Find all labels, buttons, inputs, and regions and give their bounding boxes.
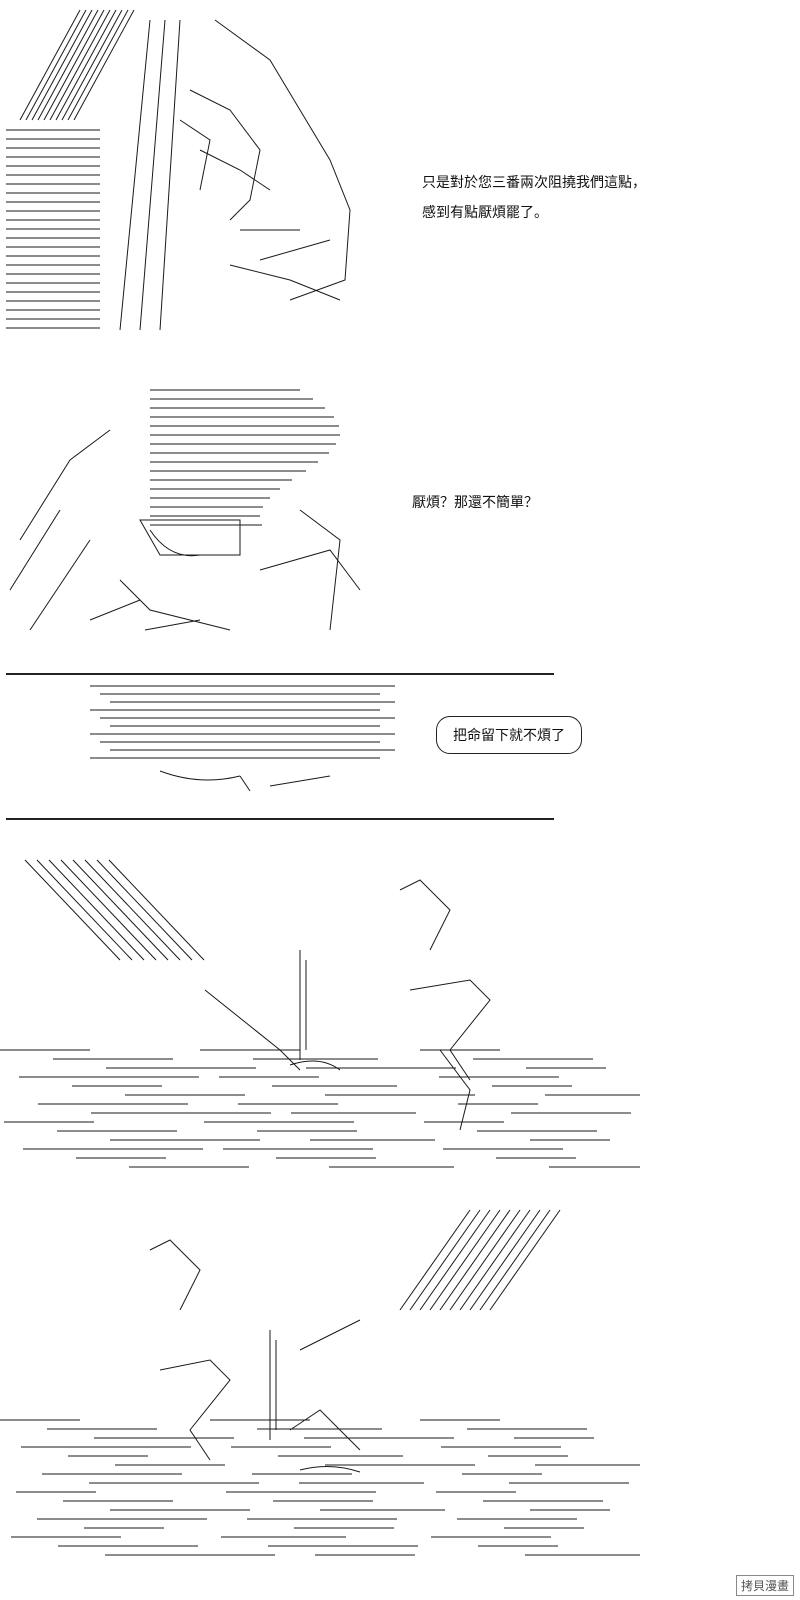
rain-streak bbox=[84, 859, 181, 961]
hatch-line bbox=[61, 9, 123, 121]
hooded-figure-art bbox=[6, 9, 351, 331]
watermark: 拷貝漫畫 bbox=[735, 1575, 794, 1596]
eyes-closeup-art bbox=[90, 685, 395, 792]
hatch-line bbox=[73, 9, 135, 121]
panel-3: 把命留下就不煩了 bbox=[0, 676, 800, 816]
rain-streak bbox=[24, 859, 121, 961]
rain-streak bbox=[108, 859, 205, 961]
second-strike-art bbox=[0, 1209, 640, 1556]
hatch-line bbox=[37, 9, 99, 121]
dialogue-line-2: 感到有點厭煩罷了。 bbox=[422, 205, 548, 221]
rain-streak bbox=[469, 1209, 541, 1311]
rain-streak bbox=[439, 1209, 511, 1311]
hatch-line bbox=[49, 9, 111, 121]
hatch-line bbox=[19, 9, 81, 121]
hatch-line bbox=[31, 9, 93, 121]
sword-strike-art bbox=[0, 859, 640, 1168]
dialogue-line-1: 只是對於您三番兩次阻撓我們這點， bbox=[422, 175, 646, 191]
rain-streak bbox=[489, 1209, 561, 1311]
rain-streak bbox=[96, 859, 193, 961]
panel-1: 只是對於您三番兩次阻撓我們這點， 感到有點厭煩罷了。 bbox=[0, 0, 800, 340]
panel-3-top-border bbox=[6, 673, 554, 675]
dialogue-line-3: 厭煩？那還不簡單？ bbox=[412, 495, 538, 511]
panel-2: 厭煩？那還不簡單？ bbox=[0, 340, 800, 650]
rain-streak bbox=[419, 1209, 491, 1311]
hatch-line bbox=[43, 9, 105, 121]
rain-streak bbox=[399, 1209, 471, 1311]
rain-streak bbox=[409, 1209, 481, 1311]
hatch-line bbox=[25, 9, 87, 121]
panel-3-bottom-border bbox=[6, 818, 554, 820]
speech-bubble: 把命留下就不煩了 bbox=[436, 716, 582, 754]
rain-streak bbox=[48, 859, 145, 961]
rain-streak bbox=[479, 1209, 551, 1311]
hatted-figure-art bbox=[9, 389, 361, 631]
panel-5: 拷貝漫畫 bbox=[0, 1200, 800, 1600]
rain-streak bbox=[60, 859, 157, 961]
panel-4 bbox=[0, 850, 800, 1190]
rain-streak bbox=[72, 859, 169, 961]
hatch-line bbox=[67, 9, 129, 121]
rain-streak bbox=[449, 1209, 521, 1311]
rain-streak bbox=[36, 859, 133, 961]
speech-bubble-text: 把命留下就不煩了 bbox=[453, 728, 565, 744]
rain-streak bbox=[429, 1209, 501, 1311]
hatch-line bbox=[55, 9, 117, 121]
rain-streak bbox=[459, 1209, 531, 1311]
